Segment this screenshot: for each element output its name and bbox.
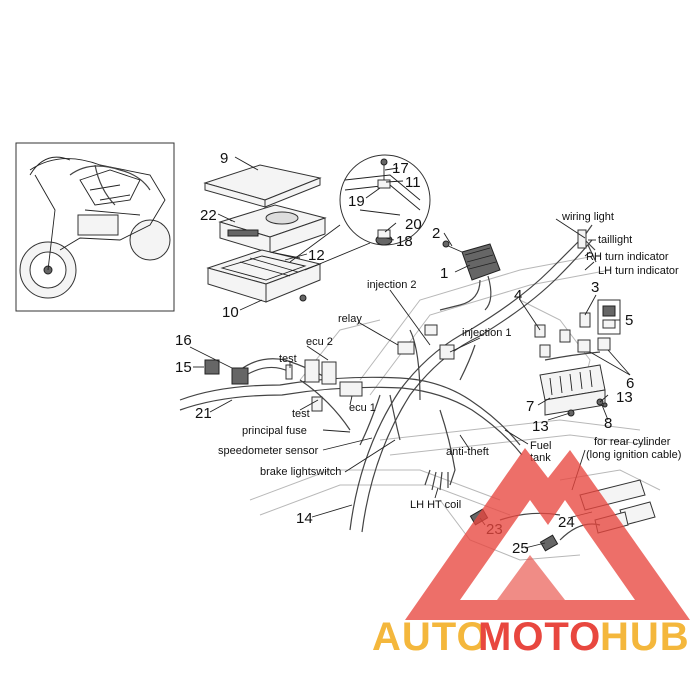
watermark-text-auto: AUTO <box>372 615 489 659</box>
watermark-logo <box>405 448 690 620</box>
callout-17: 17 <box>392 160 409 177</box>
rubber-mount <box>375 229 393 246</box>
watermark-triangle-icon <box>405 448 690 620</box>
tail-connectors <box>577 224 597 263</box>
rear-connectors <box>534 299 621 361</box>
label-test-1: test <box>279 353 297 365</box>
watermark-text-moto: MOTO <box>478 615 601 659</box>
callout-20: 20 <box>405 216 422 233</box>
label-injection-2: injection 2 <box>367 279 417 291</box>
leader-lines <box>189 156 631 549</box>
watermark-text-hub: HUB <box>600 615 690 659</box>
motorcycle-inset <box>15 142 175 312</box>
label-tank: tank <box>530 452 551 464</box>
label-injection-1: injection 1 <box>462 327 512 339</box>
watermark-text: AUTO MOTO HUB <box>372 615 690 659</box>
callout-19: 19 <box>348 193 365 210</box>
callout-7: 7 <box>526 398 534 415</box>
label-anti-theft: anti-theft <box>446 446 489 458</box>
relay-injectors <box>397 324 455 360</box>
callout-21: 21 <box>195 405 212 422</box>
callout-24: 24 <box>558 514 575 531</box>
label-lh-ht-coil: LH HT coil <box>410 499 461 511</box>
callout-14: 14 <box>296 510 313 527</box>
callout-9: 9 <box>220 150 228 167</box>
callout-18: 18 <box>396 233 413 250</box>
component-labels: wiring light taillight RH turn indicator… <box>218 211 681 511</box>
ecu-tray <box>206 249 322 303</box>
callout-4: 4 <box>514 287 522 304</box>
lh-ht-coil <box>424 469 449 491</box>
label-speedometer-sensor: speedometer sensor <box>218 445 319 457</box>
label-wiring-light: wiring light <box>561 211 614 223</box>
main-harness <box>349 234 593 533</box>
ecu-unit <box>218 204 327 254</box>
label-brake-lightswitch: brake lightswitch <box>260 466 341 478</box>
callout-22: 22 <box>200 207 217 224</box>
label-test-2: test <box>292 408 310 420</box>
callout-15: 15 <box>175 359 192 376</box>
label-taillight: taillight <box>598 234 632 246</box>
label-principal-fuse: principal fuse <box>242 425 307 437</box>
callout-3: 3 <box>591 279 599 296</box>
label-rear-cylinder-1: for rear cylinder <box>594 436 671 448</box>
screw-13 <box>567 409 575 417</box>
callout-13b: 13 <box>532 418 549 435</box>
callout-11: 11 <box>405 174 421 191</box>
callout-6: 6 <box>626 375 634 392</box>
callout-2: 2 <box>432 225 440 242</box>
label-ecu-2: ecu 2 <box>306 336 333 348</box>
callout-12: 12 <box>308 247 325 264</box>
callout-5: 5 <box>625 312 633 329</box>
callout-16: 16 <box>175 332 192 349</box>
label-rh-turn: RH turn indicator <box>586 251 669 263</box>
ecu-cover <box>203 164 322 208</box>
callout-1: 1 <box>440 265 448 282</box>
label-ecu-1: ecu 1 <box>349 402 376 414</box>
callout-8: 8 <box>604 415 612 432</box>
label-rear-cylinder-2: (long ignition cable) <box>586 449 681 461</box>
ecu-connectors <box>285 359 363 412</box>
label-relay: relay <box>338 313 362 325</box>
callout-10: 10 <box>222 304 239 321</box>
label-lh-turn: LH turn indicator <box>598 265 679 277</box>
regulator <box>439 240 501 311</box>
connectors-left <box>204 359 291 385</box>
label-fuel: Fuel <box>530 440 551 452</box>
fuse-box <box>539 364 606 416</box>
callout-25: 25 <box>512 540 529 557</box>
callout-13a: 13 <box>616 389 633 406</box>
